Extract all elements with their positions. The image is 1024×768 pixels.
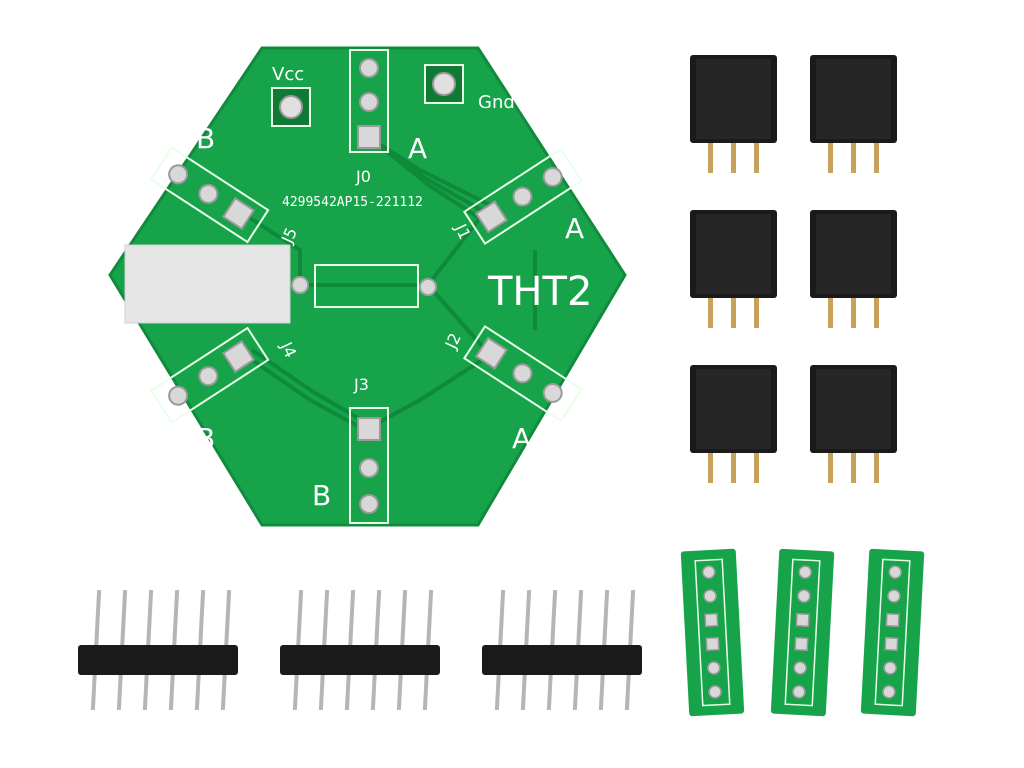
female-header (690, 210, 777, 328)
j0-side: A (408, 132, 427, 165)
female-headers (690, 55, 897, 483)
male-header (78, 589, 238, 711)
center-pad-left (291, 276, 309, 294)
female-header (690, 365, 777, 483)
gnd-pad-hole (432, 72, 456, 96)
j4-ref: J4 (276, 338, 300, 360)
connector-j4-pads (149, 326, 270, 424)
vcc-pad-hole (279, 95, 303, 119)
j3-side: B (312, 479, 331, 512)
j5-side: B (196, 122, 215, 155)
male-header (482, 589, 642, 711)
label-sticker (124, 244, 291, 324)
board-id-text: 4299542AP15-221112 (282, 195, 423, 210)
j2-ref: J2 (441, 330, 465, 352)
breakout-board (680, 548, 745, 717)
male-headers (78, 589, 642, 711)
gnd-label: Gnd (478, 92, 515, 113)
female-header (810, 365, 897, 483)
center-footprint (314, 264, 419, 308)
board-name-text: THT2 (487, 269, 592, 315)
pcb-traces (243, 133, 537, 432)
female-header (810, 55, 897, 173)
connector-j1-pads (462, 147, 583, 245)
hex-pcb: Vcc Gnd 4299542AP15-221112 THT2 J0 A J1 … (108, 46, 627, 527)
connector-j3-pads (349, 407, 389, 524)
connector-j5-pads (149, 146, 270, 244)
j5-ref: J5 (277, 225, 301, 247)
connector-j2-pads (462, 325, 583, 423)
vcc-label: Vcc (272, 64, 304, 85)
j3-ref: J3 (353, 375, 369, 394)
j1-side: A (565, 212, 584, 245)
j0-ref: J0 (355, 167, 371, 186)
breakout-board (770, 548, 835, 717)
center-pad-right (419, 278, 437, 296)
breakout-board (860, 548, 925, 717)
female-header (810, 210, 897, 328)
j1-ref: J1 (451, 220, 475, 242)
male-header (280, 589, 440, 711)
j2-side: A (512, 422, 531, 455)
breakout-boards (680, 548, 925, 717)
j4-side: B (196, 422, 215, 455)
female-header (690, 55, 777, 173)
connector-j0-pads (349, 49, 389, 153)
